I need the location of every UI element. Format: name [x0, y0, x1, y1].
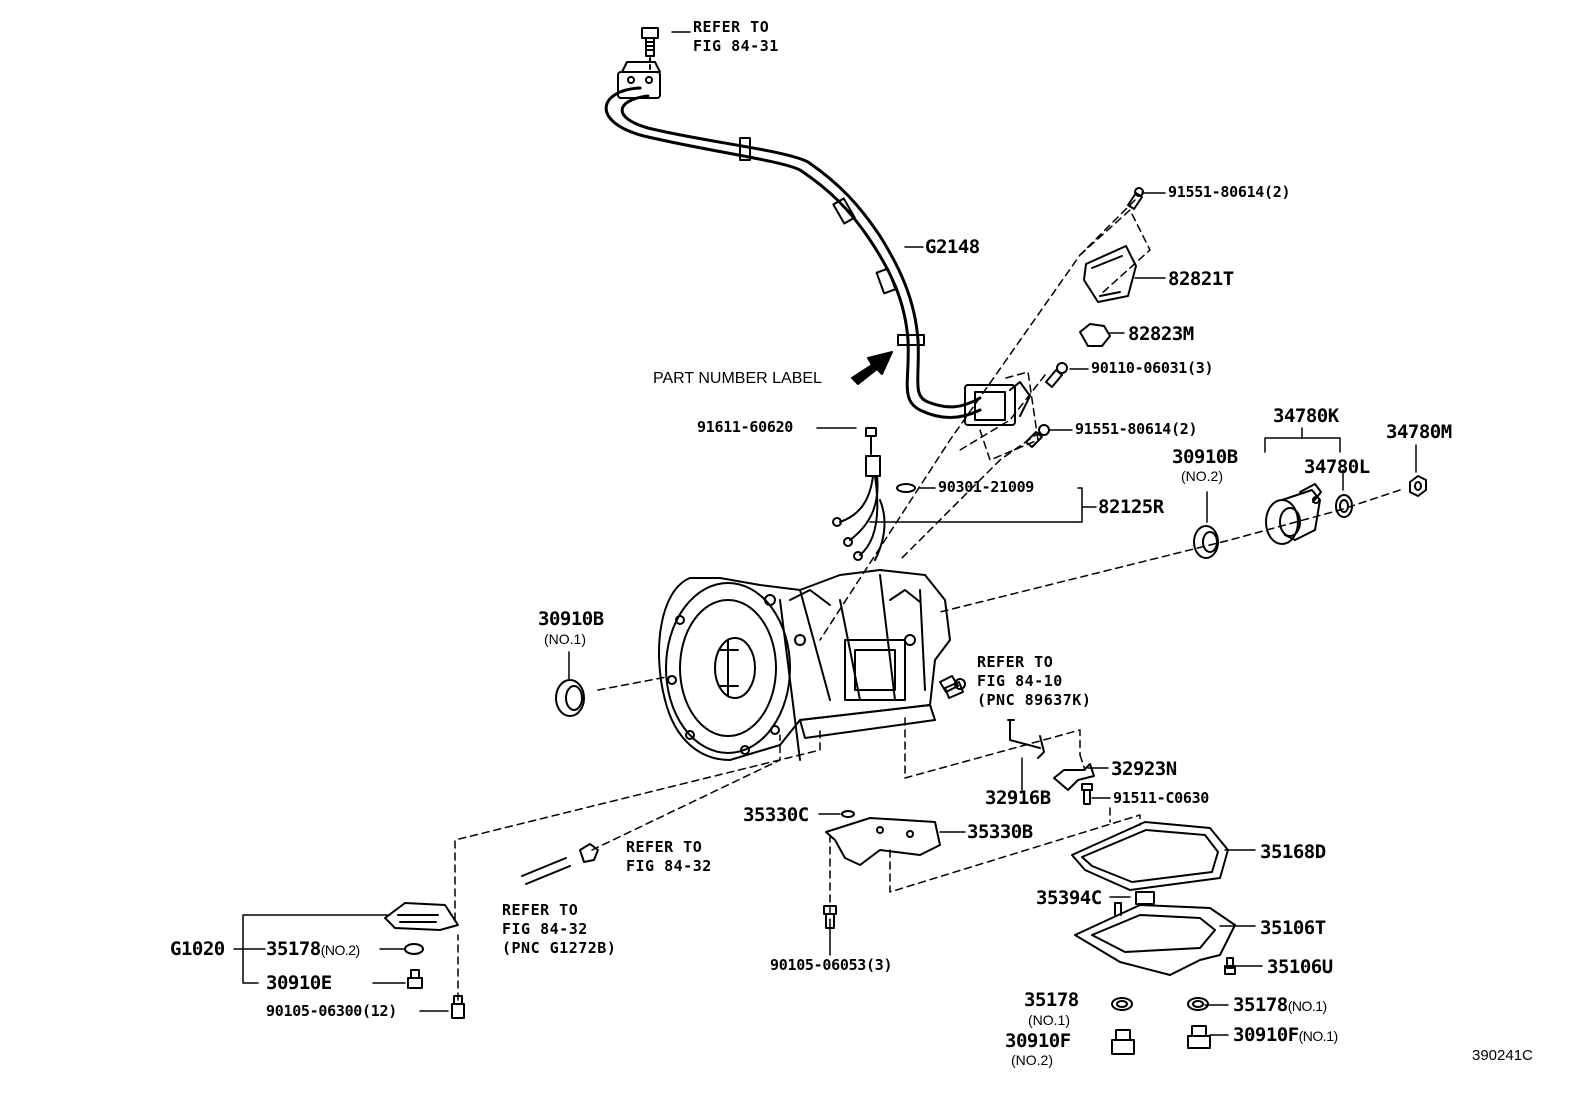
bolt-91551-top: [1127, 187, 1144, 210]
refer-fig-84-32-a-line2: FIG 84-32: [626, 856, 712, 875]
label-30910f-no2-sub: (NO.2): [1011, 1052, 1053, 1068]
label-90105-06300: 90105-06300(12): [266, 1002, 397, 1020]
refer-fig-84-10-line3: (PNC 89637K): [977, 690, 1092, 709]
label-91551-low: 91551-80614(2): [1075, 420, 1198, 438]
bolt-90110: [1045, 362, 1068, 388]
label-35168d: 35168D: [1260, 841, 1326, 863]
label-35330b: 35330B: [967, 821, 1033, 843]
label-35106t: 35106T: [1260, 917, 1326, 939]
refer-fig-84-10-line2: FIG 84-10: [977, 671, 1063, 690]
refer-fig-84-32-a: REFER TO FIG 84-32: [626, 838, 712, 876]
bracket-32923n: [1053, 763, 1095, 791]
clamp-refer-84-32: [579, 843, 599, 863]
label-35178-no2: 35178(NO.2): [266, 940, 360, 959]
sensor-refer-84-10: [944, 681, 964, 699]
transmission-case: [657, 569, 966, 761]
label-91551-top: 91551-80614(2): [1168, 183, 1291, 201]
cover-g1020: [384, 902, 459, 931]
label-32916b: 32916B: [985, 787, 1051, 809]
leader-lines: [233, 31, 1417, 1036]
plug-30910e: [407, 969, 423, 989]
bolt-top: [641, 27, 659, 73]
refer-fig-84-32-b: REFER TO FIG 84-32 (PNC G1272B): [502, 901, 616, 957]
label-30910f-no2: 30910F: [1005, 1030, 1071, 1052]
bolt-35106u: [1224, 957, 1236, 975]
refer-fig-84-10: REFER TO FIG 84-10 (PNC 89637K): [977, 653, 1091, 709]
gasket-35178-no2: [404, 943, 424, 955]
label-35178-left-sub: (NO.1): [1028, 1012, 1070, 1028]
o-ring-90301: [896, 483, 916, 493]
bracket-82821t: [1083, 245, 1137, 303]
label-82125r: 82125R: [1098, 496, 1164, 518]
refer-fig-84-31: REFER TO FIG 84-31: [693, 18, 779, 56]
flange-34780k: [1265, 483, 1322, 545]
wire-harness-82125r: [832, 427, 886, 561]
label-90301: 90301-21009: [938, 478, 1035, 496]
washer-34780l: [1335, 494, 1353, 518]
label-35178-no2-sub: (NO.2): [320, 942, 361, 958]
gasket-35178-right: [1187, 997, 1209, 1011]
gasket-35168d: [1071, 821, 1229, 891]
label-35178-right: 35178(NO.1): [1233, 996, 1327, 1015]
oil-seal-30910b-no2: [1193, 525, 1219, 559]
label-30910f-no1-sub: (NO.1): [1298, 1028, 1339, 1044]
label-35178-right-sub: (NO.1): [1287, 998, 1328, 1014]
label-91511: 91511-C0630: [1113, 789, 1210, 807]
gasket-35178-left: [1111, 997, 1133, 1011]
label-30910b-no1: 30910B: [538, 608, 604, 630]
label-34780m: 34780M: [1386, 421, 1452, 443]
label-30910b-no2-sub: (NO.2): [1181, 468, 1223, 484]
bolt-91511: [1081, 783, 1093, 805]
label-90105-06053: 90105-06053(3): [770, 956, 893, 974]
label-30910e: 30910E: [266, 972, 332, 994]
refer-fig-84-32-a-line1: REFER TO: [626, 838, 703, 856]
control-cable-g2148: [604, 61, 1031, 426]
dashed-lines: [454, 199, 1401, 1001]
part-number-label-arrow: [851, 351, 893, 385]
refer-fig-84-10-line1: REFER TO: [977, 653, 1054, 671]
bolt-90105-06053: [823, 905, 837, 929]
tube-32916b: [1007, 719, 1045, 759]
label-35106u: 35106U: [1267, 956, 1333, 978]
label-32923n: 32923N: [1111, 758, 1177, 780]
oil-pan-35106t: [1074, 891, 1236, 976]
plug-30910f-no1: [1187, 1025, 1211, 1049]
label-part-number-label: PART NUMBER LABEL: [653, 370, 822, 387]
label-82821t: 82821T: [1168, 268, 1234, 290]
label-g2148: G2148: [925, 236, 980, 258]
label-30910b-no1-sub: (NO.1): [544, 631, 586, 647]
label-90110: 90110-06031(3): [1091, 359, 1214, 377]
refer-fig-84-31-line2: FIG 84-31: [693, 36, 779, 55]
clip-82823m: [1079, 323, 1111, 347]
plug-30910f-no2: [1111, 1029, 1135, 1055]
label-30910f-no1-num: 30910F: [1233, 1024, 1299, 1046]
label-82823m: 82823M: [1128, 323, 1194, 345]
bolt-91551-low: [1025, 424, 1050, 448]
label-30910b-no2: 30910B: [1172, 446, 1238, 468]
refer-fig-84-31-line1: REFER TO: [693, 18, 770, 36]
label-35394c: 35394C: [1036, 887, 1102, 909]
label-34780l: 34780L: [1304, 456, 1370, 478]
label-35178-left: 35178: [1024, 989, 1079, 1011]
refer-fig-84-32-b-line1: REFER TO: [502, 901, 579, 919]
label-35178-right-num: 35178: [1233, 994, 1288, 1016]
diagram-id: 390241C: [1472, 1047, 1533, 1064]
label-91611: 91611-60620: [697, 418, 794, 436]
refer-fig-84-32-b-line3: (PNC G1272B): [502, 938, 617, 957]
nut-34780m: [1409, 475, 1427, 497]
o-ring-35330c: [841, 810, 855, 818]
dipstick-tube: [521, 857, 571, 885]
strainer-35330b: [825, 817, 941, 866]
oil-seal-30910b-no1: [555, 679, 585, 717]
label-34780k: 34780K: [1273, 405, 1339, 427]
label-30910f-no1: 30910F(NO.1): [1233, 1026, 1338, 1045]
label-35330c: 35330C: [743, 804, 809, 826]
label-35178-no2-num: 35178: [266, 938, 321, 960]
bolt-90105-06300: [451, 995, 465, 1019]
label-g1020: G1020: [170, 938, 225, 960]
refer-fig-84-32-b-line2: FIG 84-32: [502, 919, 588, 938]
